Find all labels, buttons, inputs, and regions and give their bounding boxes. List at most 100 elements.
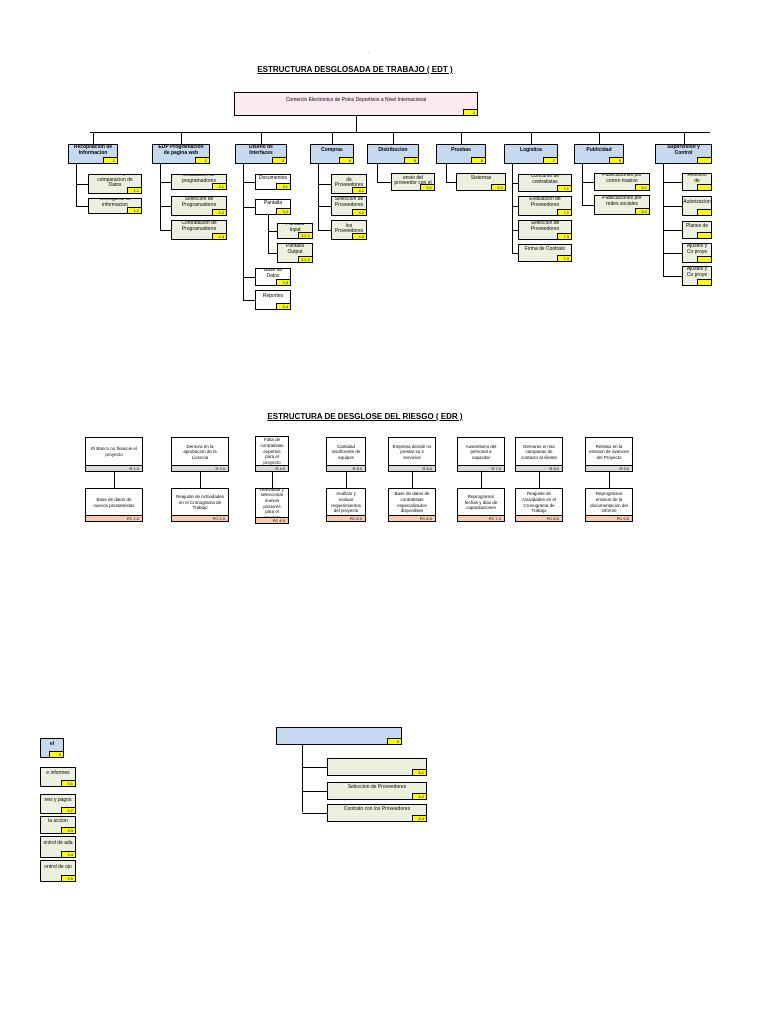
task-box-3-1-label: Documentos xyxy=(258,174,288,181)
task-box-3-1-code: 3.1 xyxy=(276,183,290,189)
partial-box-1-label: el xyxy=(49,740,55,747)
task-box-7-2-code: 7.2 xyxy=(557,209,571,215)
task-box-9-3: Planes de xyxy=(682,221,712,239)
risk-code: R 7.0 xyxy=(458,465,504,471)
connector-line xyxy=(531,132,532,144)
connector-line xyxy=(160,182,171,183)
task-box-3-4-label: Reportes xyxy=(262,292,284,299)
branch-box-2-label: EDP Programacion de pagina web xyxy=(158,144,204,156)
plan-label: Base de datos de contratistas especializ… xyxy=(394,491,430,514)
branch-box-8-label: Publicidad xyxy=(586,146,612,153)
task-box-3-2-2-label: Pantalla Output xyxy=(285,243,305,255)
connector-line xyxy=(663,206,682,207)
connector-line xyxy=(446,182,456,183)
connector-line xyxy=(76,206,88,207)
plan-code: PC 4.0 xyxy=(256,517,288,523)
task-box-4-3-code: 4.3 xyxy=(352,233,366,239)
connector-line xyxy=(683,132,685,144)
task-box-9-4-label: Ajustes y Co proye xyxy=(686,243,708,255)
partial-box-4-label: la accion xyxy=(48,817,68,824)
task-box-7-1-label: Concurso de contratistas xyxy=(530,174,560,185)
connector-line xyxy=(318,184,331,185)
connector-line xyxy=(663,164,664,277)
partial-box-4-code: 9.3 xyxy=(61,827,75,833)
plan-code: PC 5.0 xyxy=(327,515,365,521)
bottom-root-box-label xyxy=(277,728,401,737)
risk-code: R 5.0 xyxy=(327,465,365,471)
risk-label: Demora en la aprobacion de la Licencia xyxy=(183,443,217,460)
connector-line xyxy=(461,132,462,144)
plan-box-7: Reajuste de Actividades en el Cronograma… xyxy=(515,488,563,522)
bottom-task-box-2-label: Seleccion de Proveedores xyxy=(347,783,407,790)
task-box-7-4-label: Firma de Contrato xyxy=(524,245,566,252)
connector-line xyxy=(272,472,273,488)
task-box-2-2-label: Seleccion de Programadores xyxy=(181,196,217,208)
risk-box-7: Demoras en las campanas de contacto al c… xyxy=(515,437,563,472)
root-box-label: Comercio Electronico de Polos Deportivos… xyxy=(285,96,427,103)
risk-box-8: Retraso en la emision de avances del Pro… xyxy=(585,437,633,472)
task-box-9-5-label: Ajustes y Co proye xyxy=(686,266,708,278)
connector-line xyxy=(332,132,333,144)
root-box: Comercio Electronico de Polos Deportivos… xyxy=(234,92,478,116)
connector-line xyxy=(663,276,682,277)
bottom-task-box-1: 5.1 xyxy=(327,758,427,776)
connector-line xyxy=(599,132,600,144)
connector-line xyxy=(318,206,331,207)
plan-code: PC 1.0 xyxy=(86,515,142,521)
bottom-task-box-1-label xyxy=(328,759,426,768)
risk-code: R 8.0 xyxy=(516,465,562,471)
connector-line xyxy=(90,132,710,133)
branch-box-9: Supervision y Control xyxy=(655,144,712,164)
branch-box-9-code xyxy=(697,157,711,163)
edr-title: ESTRUCTURA DE DESGLOSE DEL RIESGO ( EDR … xyxy=(267,412,463,421)
connector-line xyxy=(318,230,331,231)
connector-line xyxy=(243,164,244,301)
partial-box-6-label: ontrol de ojo xyxy=(44,863,72,870)
risk-label: Retraso en la emision de avances del Pro… xyxy=(589,443,629,460)
connector-line xyxy=(512,230,518,231)
risk-box-5: Empresa decide no prestar su s servicios… xyxy=(388,437,436,472)
root-box-code: 0 xyxy=(463,109,477,115)
marker-dot: · xyxy=(368,50,370,56)
risk-label: El Banco no financie el proyecto xyxy=(91,446,137,457)
branch-box-5-label: Distribucion xyxy=(378,146,408,153)
task-box-7-1-code: 7.1 xyxy=(557,185,571,191)
partial-box-3-label: nes y pagos xyxy=(44,796,72,803)
connector-line xyxy=(302,745,303,812)
plan-box-4: Analizar y evaluar requerimientos del pr… xyxy=(326,488,366,522)
edt-title: ESTRUCTURA DESGLOSADA DE TRABAJO ( EDT ) xyxy=(257,65,453,74)
task-box-9-2-label: Autorizacion xyxy=(683,198,711,205)
connector-line xyxy=(160,164,161,231)
plan-code: PC 8.0 xyxy=(516,515,562,521)
task-box-5-1-label: Contrato de envio del proveedor con el xyxy=(394,174,431,187)
task-box-3-3-label: Base de Datos xyxy=(263,268,283,279)
plan-label: Reevaluar y seleccionar nuevos postores … xyxy=(259,486,284,520)
branch-box-4-code: 4 xyxy=(339,157,353,163)
connector-line xyxy=(481,472,482,488)
connector-line xyxy=(663,182,682,183)
task-box-9-3-label: Planes de xyxy=(685,222,709,229)
branch-box-7-label: Logistica xyxy=(520,146,542,153)
task-box-1-2-label: Entrega de la informacion xyxy=(100,198,130,208)
connector-line xyxy=(412,472,413,488)
connector-line xyxy=(302,813,327,814)
connector-line xyxy=(346,472,347,488)
